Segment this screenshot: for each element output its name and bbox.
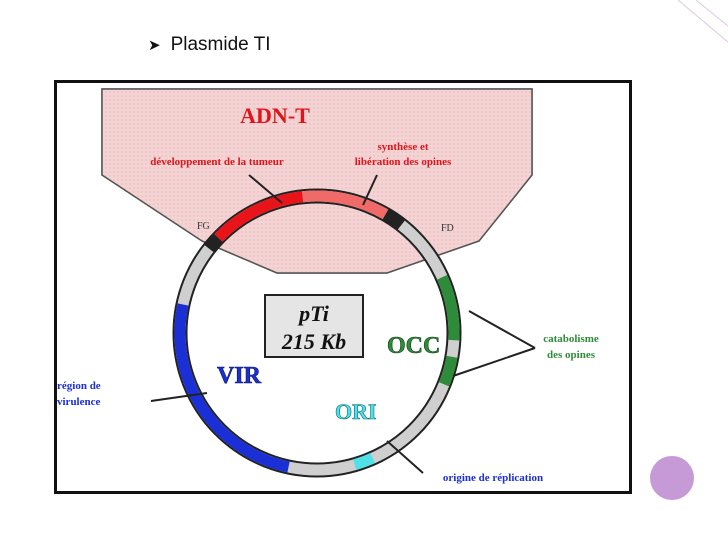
fd-label: FD xyxy=(441,223,454,234)
ori-connector xyxy=(386,440,424,474)
ori-label: ORI xyxy=(335,399,377,424)
occ-desc-line2: des opines xyxy=(547,349,596,361)
vir-desc-line2: virulence xyxy=(57,396,100,408)
tdna-right-connector xyxy=(362,174,378,206)
plasmid-diagram: ADN-T développement de la tumeur synthès… xyxy=(54,80,632,494)
ori-segment xyxy=(353,453,375,470)
center-label-line2: 215 Kb xyxy=(281,329,346,354)
tdna-red-segment xyxy=(214,191,304,242)
tdna-pink-segment xyxy=(302,190,389,220)
tdna-right-label-line1: synthèse et xyxy=(377,141,428,153)
tdna-title: ADN-T xyxy=(240,103,310,128)
tdna-right-label-line2: libération des opines xyxy=(355,156,452,168)
tdna-left-connector xyxy=(248,174,283,204)
vir-desc-line1: région de xyxy=(57,380,101,392)
fg-label: FG xyxy=(197,221,210,232)
tdna-left-label: développement de la tumeur xyxy=(150,156,284,168)
corner-decoration xyxy=(677,0,728,43)
bullet-item: ➤ Plasmide TI xyxy=(148,34,271,56)
vir-segment xyxy=(174,303,290,473)
decorative-dot xyxy=(650,456,694,500)
occ-segment-2 xyxy=(438,355,458,387)
occ-connector-top xyxy=(468,310,536,349)
vir-label: VIR xyxy=(217,363,262,389)
plasmid-svg: ADN-T développement de la tumeur synthès… xyxy=(57,88,599,484)
fg-border-segment xyxy=(203,233,224,253)
ori-desc: origine de réplication xyxy=(443,472,543,484)
fd-border-segment xyxy=(382,208,406,231)
center-label-line1: pTi xyxy=(297,301,330,326)
arrowhead-bullet-icon: ➤ xyxy=(148,37,161,54)
occ-label: OCC xyxy=(387,333,440,359)
occ-segment-1 xyxy=(437,275,460,341)
center-box xyxy=(264,294,364,358)
occ-connector-bottom xyxy=(452,347,536,377)
occ-desc-line1: catabolisme xyxy=(543,333,599,345)
bullet-text: Plasmide TI xyxy=(170,34,271,55)
vir-connector xyxy=(150,392,208,402)
